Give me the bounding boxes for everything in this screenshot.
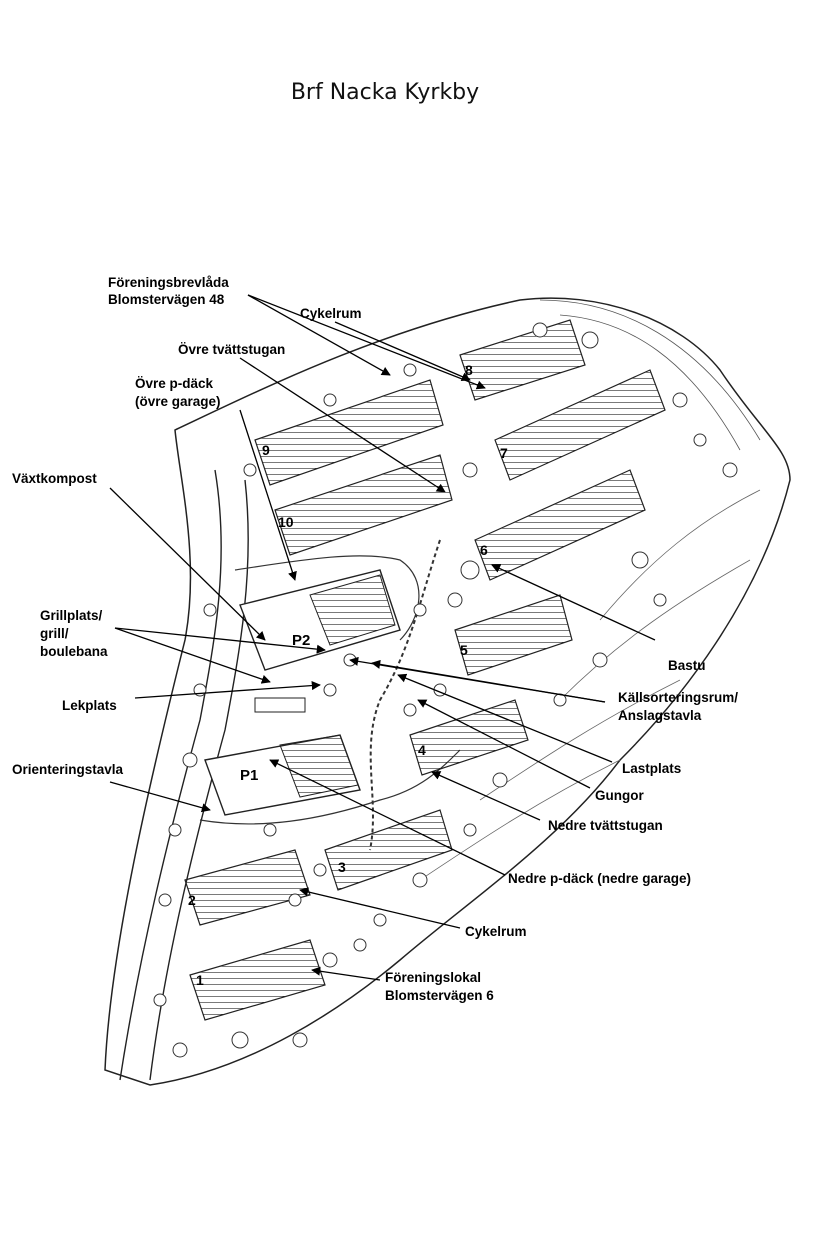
label-nedre-pdack: Nedre p-däck (nedre garage)	[508, 871, 691, 886]
building-9: 9	[254, 379, 444, 486]
svg-text:6: 6	[480, 542, 488, 558]
svg-text:8: 8	[465, 362, 473, 378]
label-ovre-pdack-1: Övre p-däck	[135, 376, 214, 391]
label-ovre-pdack-2: (övre garage)	[135, 394, 221, 409]
label-foreningsbrevlada-1: Föreningsbrevlåda	[108, 275, 229, 290]
label-grillplats-1: Grillplats/	[40, 608, 103, 623]
parking-label-p1: P1	[240, 767, 258, 784]
parking-p1: P1	[204, 734, 361, 816]
parking-label-p2: P2	[292, 632, 310, 649]
site-boundary	[104, 297, 791, 1086]
trees	[153, 322, 738, 1058]
road-blomstervagen	[119, 469, 222, 1081]
building-2: 2	[184, 849, 311, 926]
label-foreningsbrevlada-2: Blomstervägen 48	[108, 292, 225, 307]
label-grillplats-2: grill/	[40, 626, 69, 641]
leader-lines	[109, 294, 656, 981]
page-title: Brf Nacka Kyrkby	[290, 80, 480, 105]
label-ovre-tvattstugan: Övre tvättstugan	[178, 342, 285, 357]
playground-structure	[254, 697, 306, 713]
building-1: 1	[189, 939, 326, 1021]
svg-text:4: 4	[418, 742, 426, 758]
label-bastu: Bastu	[668, 658, 706, 673]
label-vaxtkompost: Växtkompost	[12, 471, 97, 486]
label-grillplats-3: boulebana	[40, 644, 108, 659]
building-4: 4	[409, 699, 529, 776]
label-kallsortering-1: Källsorteringsrum/	[618, 690, 738, 705]
svg-text:7: 7	[500, 445, 508, 461]
svg-text:9: 9	[262, 442, 270, 458]
parking-p2: P2	[239, 569, 401, 671]
label-kallsortering-2: Anslagstavla	[618, 708, 702, 723]
building-3: 3	[324, 809, 453, 891]
svg-text:10: 10	[278, 514, 294, 530]
label-foreningslokal-1: Föreningslokal	[385, 970, 481, 985]
building-8: 8	[459, 319, 586, 401]
building-6: 6	[474, 469, 646, 581]
building-10: 10	[274, 454, 453, 556]
label-lekplats: Lekplats	[62, 698, 117, 713]
label-nedre-tvattstugan: Nedre tvättstugan	[548, 818, 663, 833]
svg-text:5: 5	[460, 642, 468, 658]
label-lastplats: Lastplats	[622, 761, 681, 776]
label-cykelrum-upper: Cykelrum	[300, 306, 362, 321]
label-foreningslokal-2: Blomstervägen 6	[385, 988, 494, 1003]
label-gungor: Gungor	[595, 788, 644, 803]
building-5: 5	[454, 594, 573, 676]
building-7: 7	[494, 369, 666, 481]
svg-text:1: 1	[196, 972, 204, 988]
label-orienteringstavla: Orienteringstavla	[12, 762, 124, 777]
label-cykelrum-lower: Cykelrum	[465, 924, 527, 939]
svg-text:2: 2	[188, 892, 196, 908]
svg-text:3: 3	[338, 859, 346, 875]
